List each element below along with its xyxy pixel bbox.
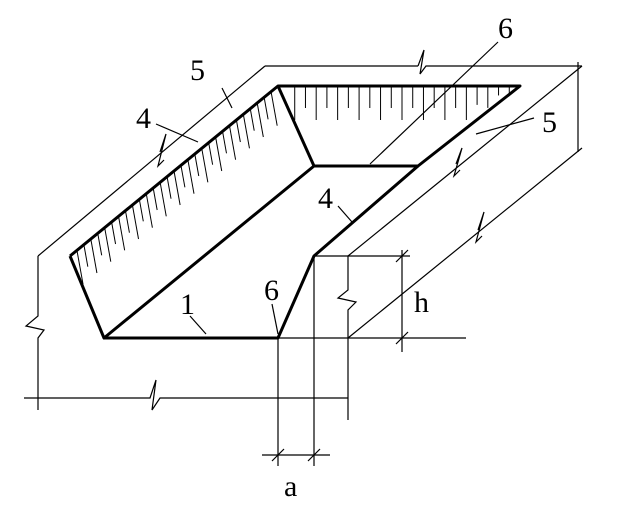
break-mark-right-lower xyxy=(474,211,485,245)
hatch-stroke xyxy=(118,216,126,251)
label-1: 1 xyxy=(180,288,195,321)
label-5-top: 5 xyxy=(190,54,205,87)
hatch-stroke xyxy=(111,221,117,245)
hatch-stroke xyxy=(159,182,167,217)
dim-line-bottom xyxy=(24,379,348,411)
trench-outline xyxy=(68,84,522,340)
hatch-stroke xyxy=(180,165,186,188)
label-6-mid: 6 xyxy=(264,274,279,307)
hatch-stroke xyxy=(83,244,89,267)
dim-line-top-left xyxy=(37,65,266,257)
tick-h-top xyxy=(395,249,409,263)
leader-4-top xyxy=(155,123,199,143)
tick-h-bottom xyxy=(395,331,409,345)
labels: 5 4 6 5 4 1 6 h a xyxy=(136,12,557,503)
tick-a-left xyxy=(271,448,285,462)
hatch-stroke xyxy=(166,176,172,199)
bottom-edge xyxy=(104,164,419,340)
hatch-stroke xyxy=(76,250,84,285)
leader-1 xyxy=(189,315,207,335)
leader-5-right xyxy=(475,117,535,135)
left-slope-inner-edge xyxy=(276,85,316,167)
hatch-stroke xyxy=(256,102,264,138)
label-5-right: 5 xyxy=(542,106,557,139)
break-mark-top xyxy=(417,49,582,75)
label-h: h xyxy=(414,286,429,319)
hatch-stroke xyxy=(187,159,195,194)
left-slope-hatching xyxy=(76,91,278,285)
hatch-stroke xyxy=(215,136,223,172)
hatch-stroke xyxy=(124,210,130,233)
hatch-stroke xyxy=(235,119,241,143)
tick-a-right xyxy=(307,448,321,462)
hatch-stroke xyxy=(270,91,278,126)
hatch-stroke xyxy=(242,114,250,149)
hatch-stroke xyxy=(97,233,103,256)
leader-4-mid xyxy=(337,205,353,223)
hatch-stroke xyxy=(249,108,255,131)
leader-5-top xyxy=(221,87,233,109)
dim-line-right-lower xyxy=(347,147,583,339)
hatch-stroke xyxy=(173,170,181,206)
hatch-stroke xyxy=(208,142,214,165)
leader-6-mid xyxy=(271,303,279,335)
break-mark-right-upper xyxy=(452,147,463,179)
hatch-stroke xyxy=(263,97,269,120)
dimension-lines xyxy=(24,49,583,466)
ext-line-left-vertical xyxy=(24,256,46,410)
hatch-stroke xyxy=(152,187,158,211)
dim-line-right-upper xyxy=(347,65,583,257)
hatch-stroke xyxy=(90,238,98,274)
label-4-top: 4 xyxy=(136,102,151,135)
hatch-stroke xyxy=(104,227,112,262)
label-6-top: 6 xyxy=(498,12,513,45)
hatch-stroke xyxy=(138,199,144,222)
label-4-mid: 4 xyxy=(318,182,333,215)
hatch-stroke xyxy=(222,131,227,154)
hatch-stroke xyxy=(145,193,153,228)
label-a: a xyxy=(284,470,297,503)
far-slope-hatching xyxy=(294,86,510,120)
ext-line-vertical-break xyxy=(336,256,358,420)
hatch-stroke xyxy=(228,125,237,160)
hatch-stroke xyxy=(201,148,209,183)
leader-6-top xyxy=(369,41,499,165)
break-mark-left-slope xyxy=(156,133,167,168)
leader-lines xyxy=(155,41,535,335)
hatch-stroke xyxy=(131,204,140,240)
hatch-stroke xyxy=(194,153,200,177)
